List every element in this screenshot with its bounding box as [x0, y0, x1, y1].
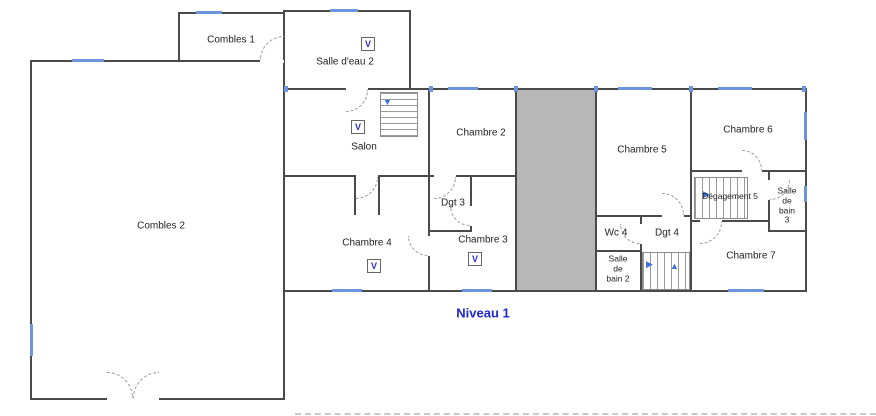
- room-salle-de-bain-2: [595, 250, 642, 292]
- staircase-central: [642, 252, 690, 290]
- velux-window-icon: V: [367, 259, 381, 273]
- stair-direction-arrow-icon: ▲: [670, 261, 679, 271]
- window-icon: [718, 87, 752, 90]
- room-salle-eau-2: [283, 10, 411, 90]
- stair-direction-arrow-icon: ▶: [646, 259, 653, 269]
- velux-window-icon: V: [468, 252, 482, 266]
- room-label-chambre-5: Chambre 5: [617, 144, 667, 156]
- window-icon: [196, 11, 222, 14]
- window-icon: [332, 289, 362, 292]
- wall-junction-handle: [284, 86, 288, 92]
- window-icon: [448, 87, 478, 90]
- room-label-salle-de-bain-2: Salle de bain 2: [606, 253, 630, 283]
- wall-junction-handle: [689, 86, 693, 92]
- window-icon: [330, 9, 358, 12]
- velux-letter: V: [471, 254, 478, 264]
- window-icon: [618, 87, 652, 90]
- room-label-wc-4: Wc 4: [604, 227, 628, 239]
- wall-junction-handle: [514, 86, 518, 92]
- door-opening: [742, 170, 762, 173]
- door-opening: [260, 60, 284, 63]
- window-icon: [30, 324, 33, 356]
- velux-window-icon: V: [351, 120, 365, 134]
- velux-window-icon: V: [361, 37, 375, 51]
- stair-direction-arrow-icon: ▶: [703, 189, 710, 199]
- floor-title: Niveau 1: [456, 305, 510, 321]
- wall-stub: [378, 177, 380, 215]
- window-icon: [728, 289, 764, 292]
- room-label-salle-eau-2: Salle d'eau 2: [316, 56, 374, 68]
- window-icon: [804, 112, 807, 140]
- wall-stub: [354, 177, 356, 215]
- velux-letter: V: [370, 261, 377, 271]
- door-opening: [356, 175, 378, 178]
- door-opening: [434, 175, 456, 178]
- cropped-content-edge: [295, 413, 876, 415]
- door-opening: [768, 180, 771, 200]
- door-opening: [640, 224, 643, 244]
- velux-letter: V: [364, 39, 371, 49]
- room-label-chambre-2: Chambre 2: [456, 127, 506, 139]
- velux-letter: V: [354, 122, 361, 132]
- open-void-area: [515, 88, 597, 292]
- room-label-chambre-7: Chambre 7: [726, 250, 776, 262]
- door-opening: [700, 220, 722, 223]
- room-label-chambre-6: Chambre 6: [723, 124, 773, 136]
- room-label-salle-de-bain-3: Salle de bain 3: [777, 185, 797, 225]
- room-label-dgt-4: Dgt 4: [655, 227, 679, 239]
- door-opening: [428, 236, 431, 256]
- room-label-dgt-3: Dgt 3: [441, 197, 465, 209]
- window-icon: [804, 186, 807, 202]
- wall-junction-handle: [429, 86, 433, 92]
- staircase-degagement-5: [694, 177, 748, 219]
- room-label-salon: Salon: [351, 141, 377, 153]
- room-label-chambre-3: Chambre 3: [458, 234, 508, 246]
- door-opening: [107, 398, 159, 401]
- room-label-degagement-5: Dégagement 5: [702, 191, 758, 202]
- door-opening: [470, 206, 473, 226]
- window-icon: [72, 59, 104, 62]
- wall-junction-handle: [802, 86, 806, 92]
- window-icon: [462, 289, 492, 292]
- wall-junction-handle: [594, 86, 598, 92]
- door-opening: [662, 215, 684, 218]
- staircase-salon: [380, 92, 418, 137]
- door-opening: [346, 88, 368, 91]
- room-label-combles-1: Combles 1: [207, 34, 255, 46]
- stair-direction-arrow-icon: ▼: [383, 97, 392, 107]
- room-label-combles-2: Combles 2: [137, 220, 185, 232]
- room-label-chambre-4: Chambre 4: [342, 237, 392, 249]
